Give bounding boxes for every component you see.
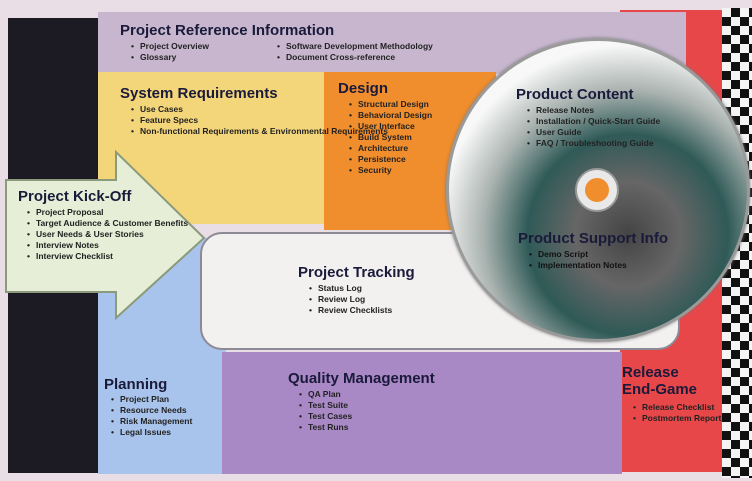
reference-title: Project Reference Information [120, 22, 335, 39]
list-item: User Needs & User Stories [26, 229, 146, 240]
reference-list-1: Project Overview Glossary [130, 41, 209, 63]
kickoff-list: Project Proposal Target Audience & Custo… [26, 207, 188, 262]
tracking-title: Project Tracking [298, 264, 415, 281]
list-item: Structural Design [348, 99, 432, 110]
list-item: User Guide [526, 127, 660, 138]
product-support-title: Product Support Info [518, 230, 668, 247]
list-item: Software Development Methodology [276, 41, 433, 52]
design-list: Structural Design Behavioral Design User… [348, 99, 432, 176]
list-item: Project Proposal [26, 207, 146, 218]
list-item: Review Log [308, 294, 392, 305]
reference-list-2: Software Development Methodology Documen… [276, 41, 433, 63]
system-requirements-list: Use Cases Feature Specs Non-functional R… [130, 104, 388, 137]
list-item: Project Plan [110, 394, 192, 405]
endgame-list: Release Checklist Postmortem Report [632, 402, 721, 424]
tracking-list: Status Log Review Log Review Checklists [308, 283, 392, 316]
list-item: Test Cases [298, 411, 352, 422]
list-item: Non-functional Requirements & Environmen… [130, 126, 388, 137]
kickoff-title: Project Kick-Off [18, 188, 132, 205]
list-item: Interview Notes [26, 240, 146, 251]
list-item: Target Audience & Customer Benefits [26, 218, 188, 229]
list-item: Resource Needs [110, 405, 192, 416]
list-item: Project Overview [130, 41, 209, 52]
list-item: Architecture [348, 143, 432, 154]
product-content-list: Release Notes Installation / Quick-Start… [526, 105, 660, 149]
list-item: Feature Specs [130, 115, 320, 126]
list-item: Glossary [130, 52, 209, 63]
list-item: Risk Management [110, 416, 192, 427]
planning-title: Planning [104, 376, 168, 393]
product-content-title: Product Content [516, 86, 634, 103]
planning-list: Project Plan Resource Needs Risk Managem… [110, 394, 192, 438]
list-item: QA Plan [298, 389, 352, 400]
list-item: Review Checklists [308, 305, 392, 316]
quality-title: Quality Management [288, 370, 435, 387]
list-item: Interview Checklist [26, 251, 146, 262]
list-item: Release Checklist [632, 402, 714, 413]
product-support-list: Demo Script Implementation Notes [528, 249, 627, 271]
list-item: Legal Issues [110, 427, 192, 438]
design-title: Design [338, 80, 389, 97]
cd-center-dot [585, 178, 609, 202]
list-item: Behavioral Design [348, 110, 432, 121]
list-item: Release Notes [526, 105, 660, 116]
list-item: FAQ / Troubleshooting Guide [526, 138, 660, 149]
list-item: Document Cross-reference [276, 52, 433, 63]
list-item: User Interface [348, 121, 432, 132]
list-item: Implementation Notes [528, 260, 627, 271]
list-item: Persistence [348, 154, 432, 165]
list-item: Test Runs [298, 422, 352, 433]
list-item: Postmortem Report [632, 413, 721, 424]
list-item: Use Cases [130, 104, 320, 115]
list-item: Installation / Quick-Start Guide [526, 116, 660, 127]
list-item: Security [348, 165, 432, 176]
list-item: Demo Script [528, 249, 627, 260]
list-item: Build System [348, 132, 432, 143]
quality-management-block [222, 352, 622, 474]
endgame-title: Release End-Game [622, 364, 698, 398]
list-item: Test Suite [298, 400, 352, 411]
list-item: Status Log [308, 283, 392, 294]
quality-list: QA Plan Test Suite Test Cases Test Runs [298, 389, 352, 433]
system-requirements-title: System Requirements [120, 85, 278, 102]
